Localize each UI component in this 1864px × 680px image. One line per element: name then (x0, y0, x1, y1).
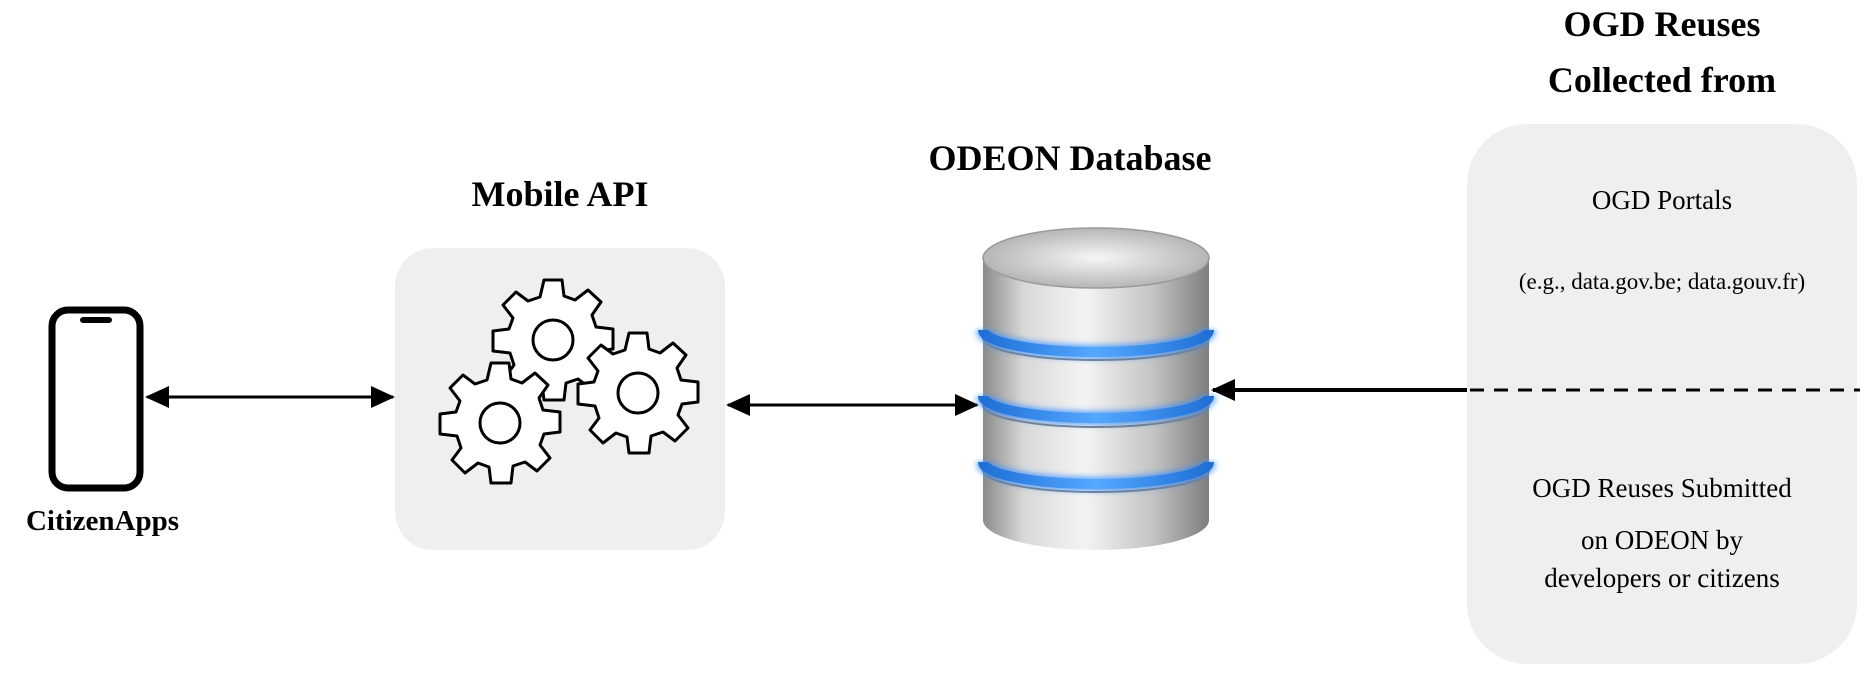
submitted-line2: on ODEON by (1581, 525, 1743, 555)
ogd-portals-label: OGD Portals (1591, 185, 1733, 215)
mobile-api-title: Mobile API (471, 174, 649, 214)
gears-icon (438, 278, 700, 485)
database-title: ODEON Database (928, 138, 1212, 178)
submitted-line3: developers or citizens (1544, 563, 1780, 593)
sources-title-line1: OGD Reuses (1563, 4, 1761, 44)
sources-title-line2: Collected from (1547, 60, 1777, 100)
smartphone-icon (48, 306, 144, 492)
citizen-apps-label: CitizenApps (25, 505, 180, 537)
database-icon (976, 227, 1216, 550)
submitted-line1: OGD Reuses Submitted (1532, 473, 1792, 503)
ogd-portals-examples: (e.g., data.gov.be; data.gouv.fr) (1518, 269, 1806, 294)
sources-panel (1467, 124, 1857, 664)
